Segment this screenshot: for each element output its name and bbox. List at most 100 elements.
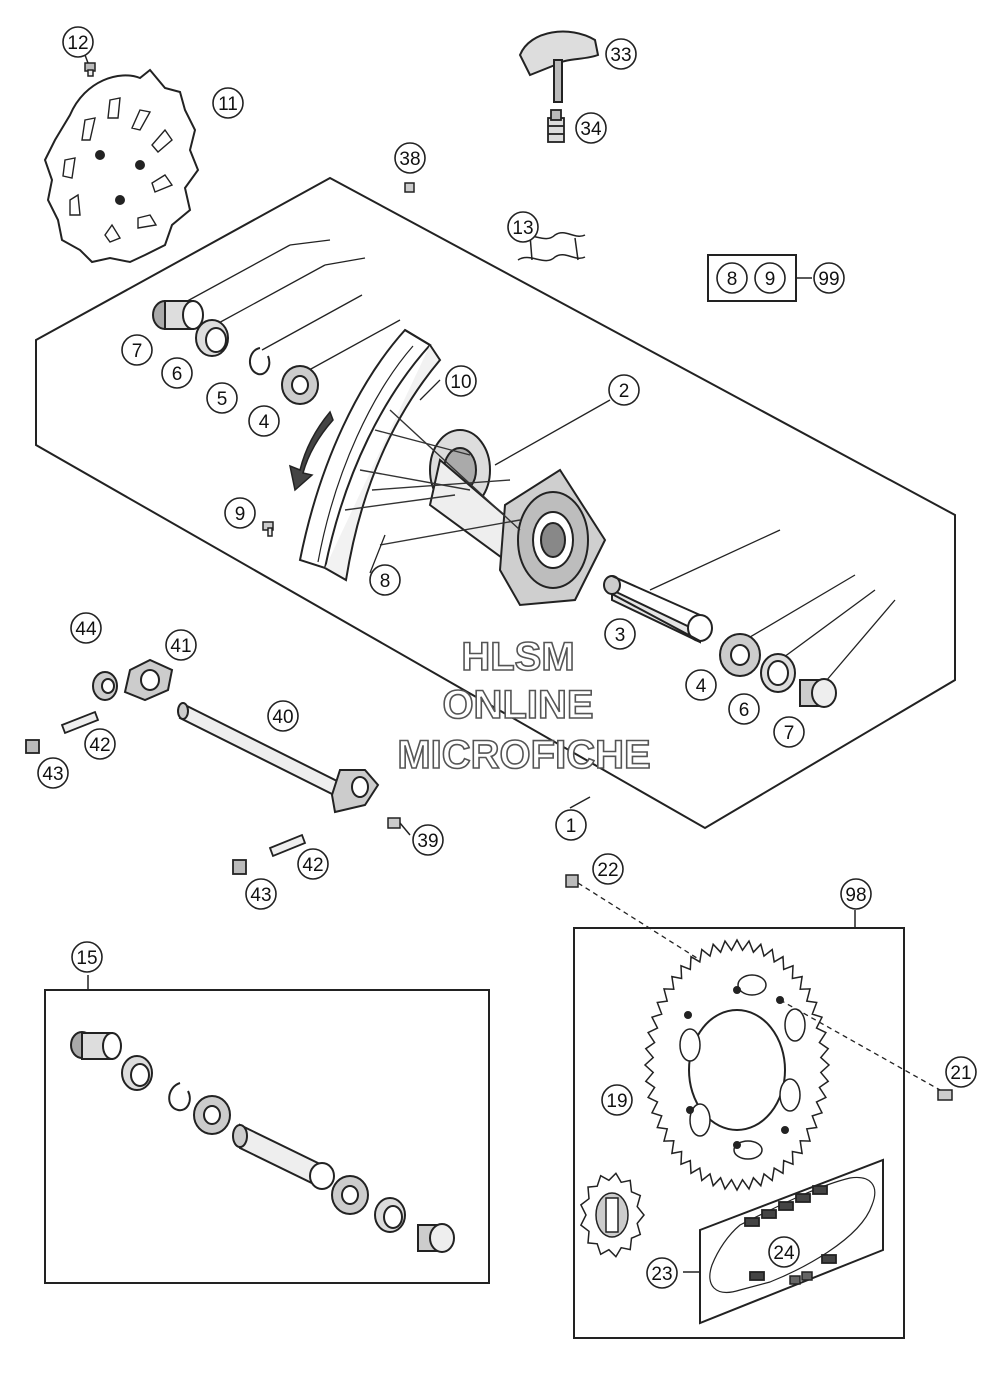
callout-43-left: 43 bbox=[37, 757, 69, 789]
svg-text:8: 8 bbox=[380, 571, 391, 592]
svg-text:7: 7 bbox=[784, 723, 795, 744]
watermark-line-1: HLSM bbox=[461, 635, 574, 679]
callout-11: 11 bbox=[212, 87, 244, 119]
spokes bbox=[344, 409, 521, 546]
svg-text:6: 6 bbox=[739, 700, 750, 721]
master-link-24 bbox=[789, 1271, 813, 1285]
callout-3: 3 bbox=[604, 618, 636, 650]
svg-text:4: 4 bbox=[259, 412, 270, 433]
callout-98: 98 bbox=[840, 878, 872, 910]
svg-text:42: 42 bbox=[302, 855, 323, 876]
callouts: 12 11 33 34 38 13 8 9 99 7 6 5 4 10 2 9 … bbox=[37, 26, 977, 1289]
chain-adjuster-41 bbox=[123, 658, 174, 702]
callout-6-left: 6 bbox=[161, 357, 193, 389]
callout-38: 38 bbox=[394, 142, 426, 174]
svg-text:4: 4 bbox=[696, 676, 707, 697]
bearing-kit-parts bbox=[70, 1031, 455, 1253]
sprocket-nut-22 bbox=[565, 874, 579, 888]
svg-text:44: 44 bbox=[75, 619, 97, 640]
svg-text:19: 19 bbox=[606, 1091, 627, 1112]
nipple-38 bbox=[404, 182, 415, 193]
adjust-screw-42-right bbox=[268, 833, 307, 858]
callout-43-right: 43 bbox=[245, 878, 277, 910]
callout-40: 40 bbox=[267, 700, 299, 732]
svg-text:15: 15 bbox=[76, 948, 97, 969]
svg-text:7: 7 bbox=[132, 341, 143, 362]
axle-nut-44 bbox=[92, 671, 118, 701]
callout-33: 33 bbox=[605, 38, 637, 70]
svg-text:39: 39 bbox=[417, 831, 438, 852]
callout-8-box: 8 bbox=[716, 262, 748, 294]
svg-text:9: 9 bbox=[765, 269, 776, 290]
right-leaders bbox=[649, 529, 896, 689]
disc-bolt-12 bbox=[84, 54, 96, 77]
callout-10: 10 bbox=[445, 365, 477, 397]
svg-text:2: 2 bbox=[619, 381, 630, 402]
callout-2: 2 bbox=[608, 374, 640, 406]
callout-34: 34 bbox=[575, 112, 607, 144]
callout-4-right: 4 bbox=[685, 669, 717, 701]
svg-text:34: 34 bbox=[580, 119, 602, 140]
svg-text:5: 5 bbox=[217, 389, 228, 410]
sprocket-bolt-21 bbox=[937, 1089, 953, 1101]
callout-23: 23 bbox=[646, 1257, 678, 1289]
callout-9-box: 9 bbox=[754, 262, 786, 294]
callout-19: 19 bbox=[601, 1084, 633, 1116]
svg-text:43: 43 bbox=[42, 764, 63, 785]
callout-42-left: 42 bbox=[84, 728, 116, 760]
watermark: HLSM ONLINE MICROFICHE bbox=[397, 634, 652, 778]
left-seal-6 bbox=[195, 319, 229, 357]
left-circlip-5 bbox=[249, 347, 271, 376]
svg-text:10: 10 bbox=[450, 372, 471, 393]
brake-disc bbox=[43, 68, 200, 264]
svg-text:99: 99 bbox=[818, 269, 839, 290]
watermark-line-2: ONLINE bbox=[442, 683, 593, 727]
svg-text:42: 42 bbox=[89, 735, 110, 756]
svg-text:1: 1 bbox=[566, 816, 577, 837]
callout-12: 12 bbox=[62, 26, 94, 58]
svg-text:9: 9 bbox=[235, 504, 246, 525]
right-spacer-7 bbox=[799, 678, 837, 708]
svg-text:11: 11 bbox=[218, 94, 238, 115]
rotation-arrow-icon bbox=[288, 410, 334, 492]
callout-22: 22 bbox=[592, 853, 624, 885]
adjust-nut-43-right bbox=[232, 859, 247, 875]
hub-leaders bbox=[369, 379, 611, 574]
right-seal-6 bbox=[760, 653, 796, 693]
callout-9: 9 bbox=[224, 497, 256, 529]
callout-39: 39 bbox=[412, 824, 444, 856]
callout-41: 41 bbox=[165, 629, 197, 661]
callout-42-right: 42 bbox=[297, 848, 329, 880]
callout-5: 5 bbox=[206, 382, 238, 414]
svg-text:12: 12 bbox=[67, 33, 88, 54]
axle-40 bbox=[177, 702, 380, 814]
svg-text:22: 22 bbox=[597, 860, 618, 881]
callout-44: 44 bbox=[70, 612, 102, 644]
svg-text:13: 13 bbox=[512, 218, 533, 239]
callout-13: 13 bbox=[507, 211, 539, 243]
rear-sprocket-19 bbox=[643, 938, 831, 1192]
svg-text:21: 21 bbox=[950, 1063, 971, 1084]
callout-8: 8 bbox=[369, 564, 401, 596]
svg-text:6: 6 bbox=[172, 364, 183, 385]
screw-9 bbox=[262, 521, 274, 537]
bolt-39 bbox=[387, 817, 411, 836]
callout-7-right: 7 bbox=[773, 716, 805, 748]
spoke-wrench-33 bbox=[518, 30, 600, 103]
watermark-line-3: MICROFICHE bbox=[397, 733, 650, 777]
callout-21: 21 bbox=[945, 1056, 977, 1088]
left-bearing-4 bbox=[281, 365, 319, 405]
callout-99: 99 bbox=[813, 262, 845, 294]
frame-leader-1 bbox=[569, 796, 591, 809]
spacer-tube-3 bbox=[603, 575, 713, 644]
adjust-screw-42-left bbox=[60, 710, 100, 735]
adjust-nut-43-left bbox=[25, 739, 40, 754]
svg-text:43: 43 bbox=[250, 885, 271, 906]
svg-text:41: 41 bbox=[170, 636, 191, 657]
svg-text:3: 3 bbox=[615, 625, 626, 646]
callout-24: 24 bbox=[768, 1236, 800, 1268]
callout-6-right: 6 bbox=[728, 693, 760, 725]
bearing-stack-leaders-left bbox=[179, 239, 401, 376]
right-bearing-4 bbox=[719, 633, 761, 677]
svg-text:24: 24 bbox=[773, 1243, 795, 1264]
